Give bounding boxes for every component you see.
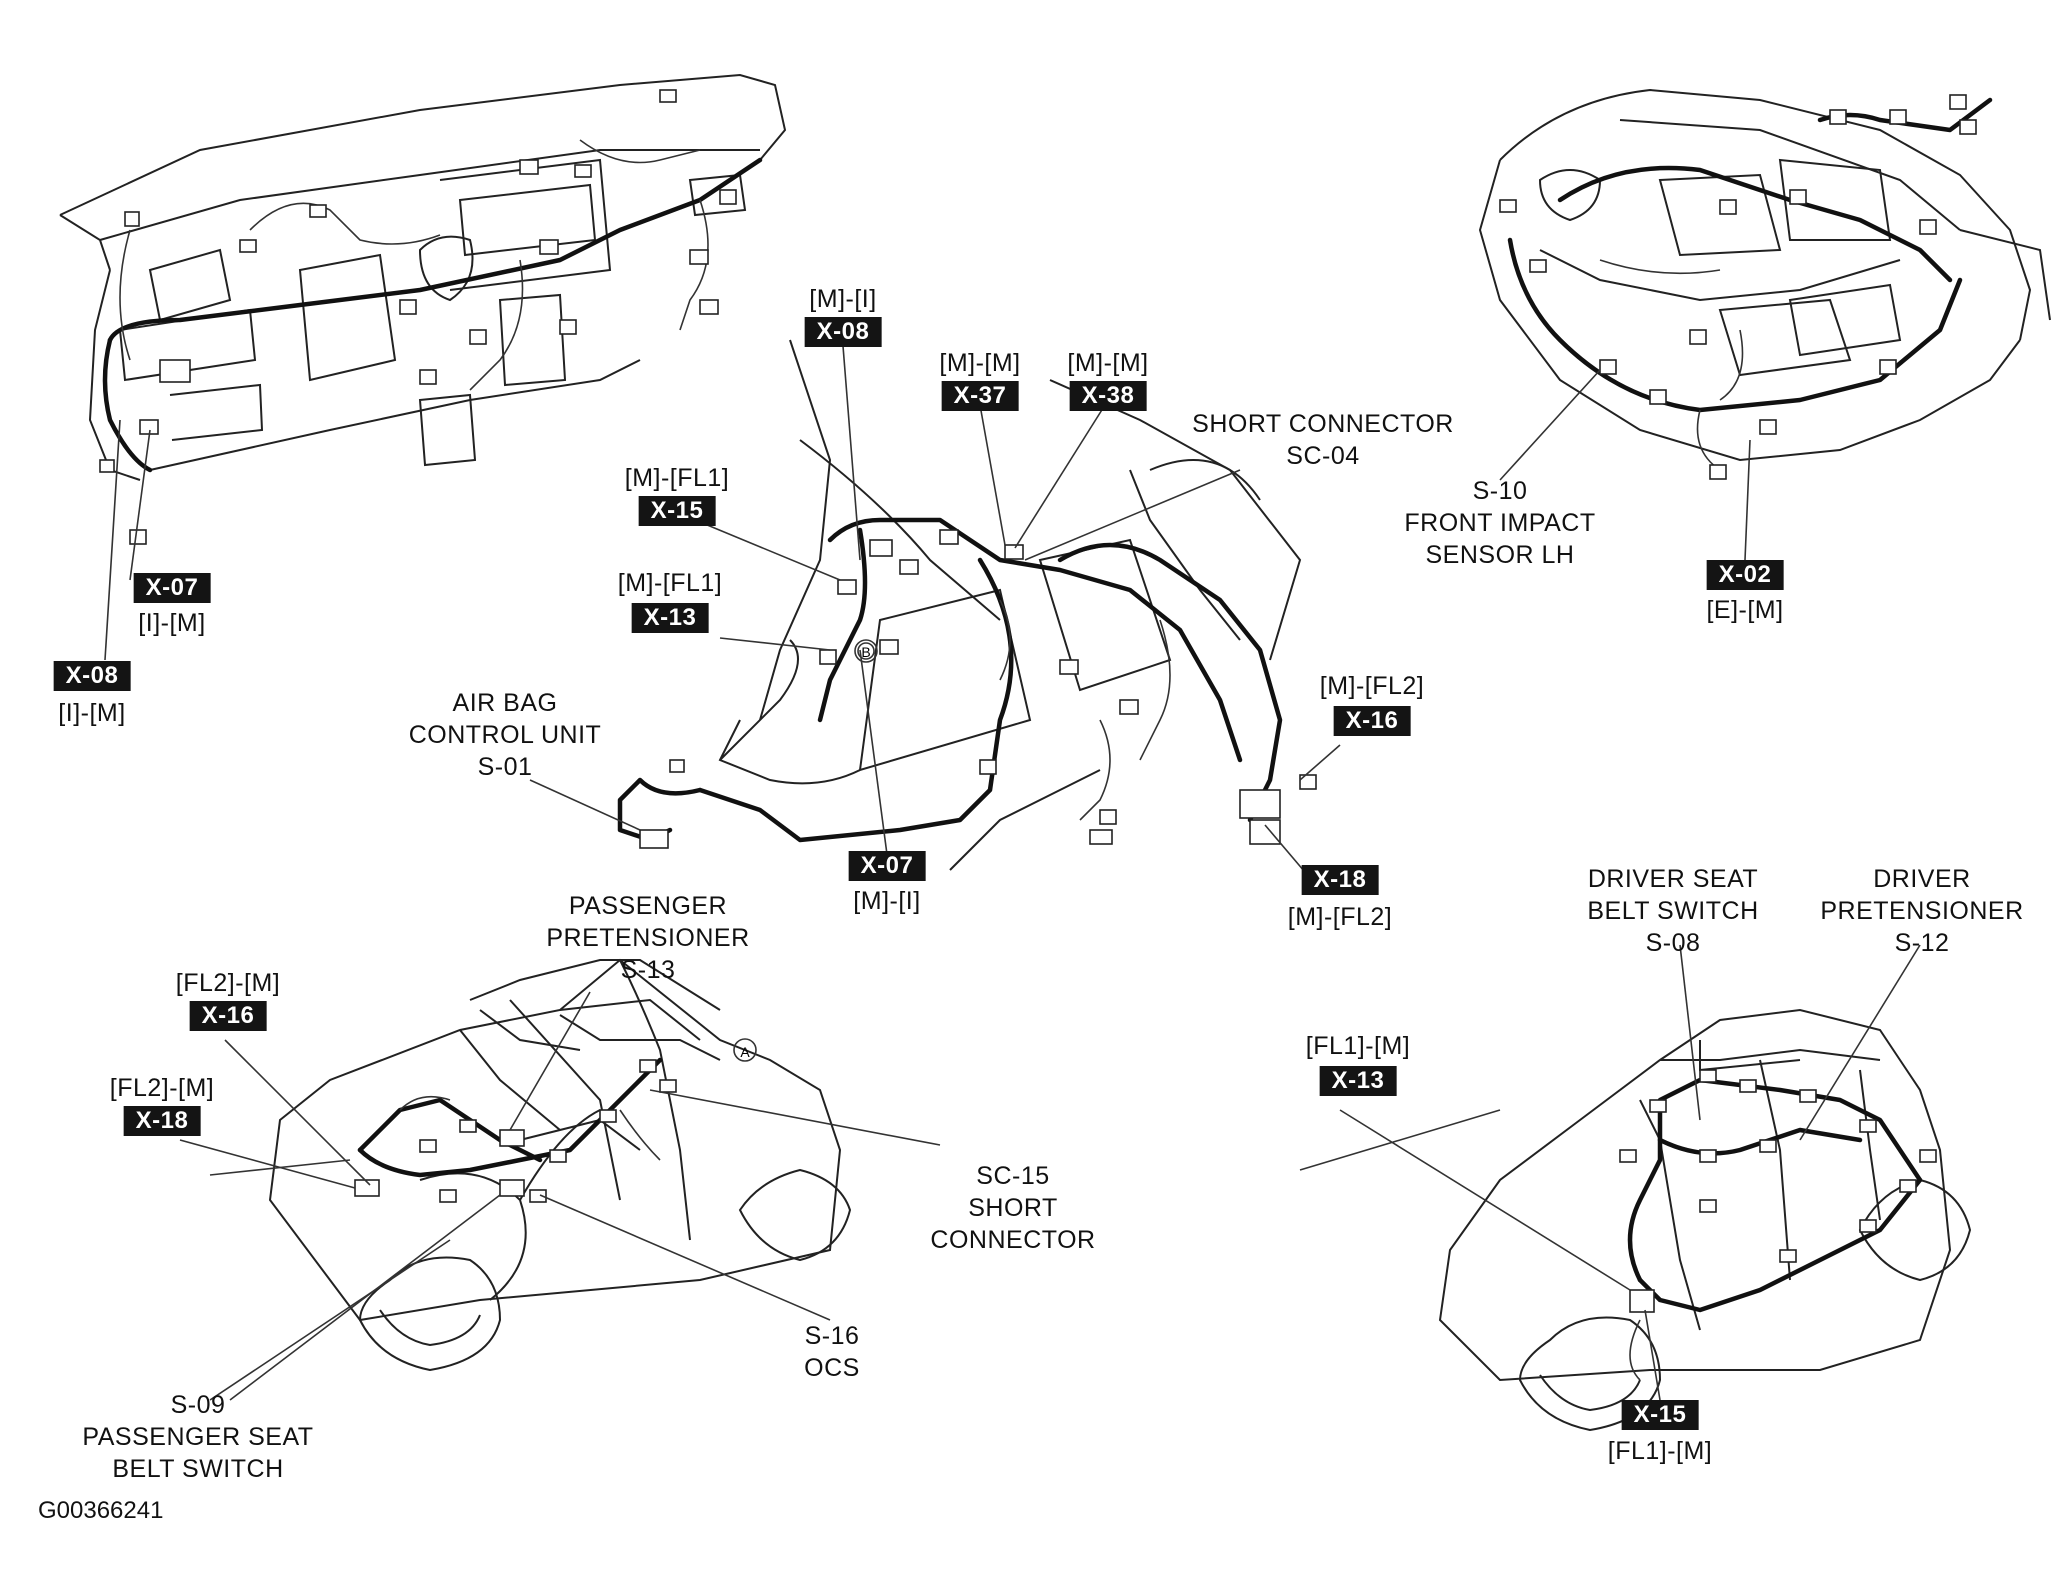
x13-center-pins: [M]-[FL1] <box>617 569 723 597</box>
marker-a: A <box>733 1038 757 1062</box>
x18-bottom-pins: [FL2]-[M] <box>109 1074 215 1102</box>
x13-bottom-tag: X-13 <box>1319 1066 1397 1096</box>
x38-pins: [M]-[M] <box>1067 349 1149 377</box>
driver-side-vehicle-drawing <box>1438 1008 1972 1432</box>
x16-center-pins: [M]-[FL2] <box>1319 672 1425 700</box>
x18-bottom-tag: X-18 <box>123 1106 201 1136</box>
x08-left-tag: X-08 <box>53 661 131 691</box>
x08-top-tag: X-08 <box>804 317 882 347</box>
x15-center-tag: X-15 <box>638 496 716 526</box>
center-floor-drawing <box>617 339 1317 871</box>
passenger-pretensioner-label: PASSENGER PRETENSIONER S-13 <box>546 892 750 984</box>
marker-b-label: B <box>861 644 870 660</box>
x13-center-tag: X-13 <box>631 603 709 633</box>
driver-pretensioner-label: DRIVER PRETENSIONER S-12 <box>1820 865 2024 957</box>
x37-tag: X-37 <box>941 381 1019 411</box>
marker-a-label: A <box>740 1044 750 1060</box>
sc15-short-connector-label: SC-15 SHORT CONNECTOR <box>930 1162 1096 1254</box>
engine-bay-drawing <box>1478 88 2051 480</box>
x07-left-tag: X-07 <box>133 573 211 603</box>
ocs-label: S-16 OCS <box>804 1322 860 1382</box>
figure-id: G00366241 <box>38 1497 164 1524</box>
x02-pins: [E]-[M] <box>1706 596 1784 624</box>
passenger-side-vehicle-drawing <box>268 958 852 1372</box>
x07-center-tag: X-07 <box>848 851 926 881</box>
x08-top-pins: [M]-[I] <box>809 285 877 313</box>
x13-bottom-pins: [FL1]-[M] <box>1305 1032 1411 1060</box>
x02-tag: X-02 <box>1706 560 1784 590</box>
x07-left-pins: [I]-[M] <box>138 609 206 637</box>
x15-bottom-pins: [FL1]-[M] <box>1607 1437 1713 1465</box>
air-bag-control-unit-label: AIR BAG CONTROL UNIT S-01 <box>408 689 602 781</box>
x16-bottom-tag: X-16 <box>189 1001 267 1031</box>
x18-center-pins: [M]-[FL2] <box>1287 903 1393 931</box>
x15-center-pins: [M]-[FL1] <box>624 464 730 492</box>
x16-center-tag: X-16 <box>1333 706 1411 736</box>
x07-center-pins: [M]-[I] <box>853 887 921 915</box>
dashboard-drawing <box>59 73 787 545</box>
short-connector-sc04-label: SHORT CONNECTOR SC-04 <box>1192 410 1454 470</box>
x38-tag: X-38 <box>1069 381 1147 411</box>
marker-b: B <box>854 639 878 663</box>
x16-bottom-pins: [FL2]-[M] <box>175 969 281 997</box>
passenger-seat-belt-switch-label: S-09 PASSENGER SEAT BELT SWITCH <box>82 1391 314 1483</box>
driver-seat-belt-switch-label: DRIVER SEAT BELT SWITCH S-08 <box>1587 865 1759 957</box>
x15-bottom-tag: X-15 <box>1621 1400 1699 1430</box>
front-impact-sensor-label: S-10 FRONT IMPACT SENSOR LH <box>1404 477 1596 569</box>
x37-pins: [M]-[M] <box>939 349 1021 377</box>
x18-center-tag: X-18 <box>1301 865 1379 895</box>
x08-left-pins: [I]-[M] <box>58 699 126 727</box>
leader-lines <box>104 345 1921 1401</box>
